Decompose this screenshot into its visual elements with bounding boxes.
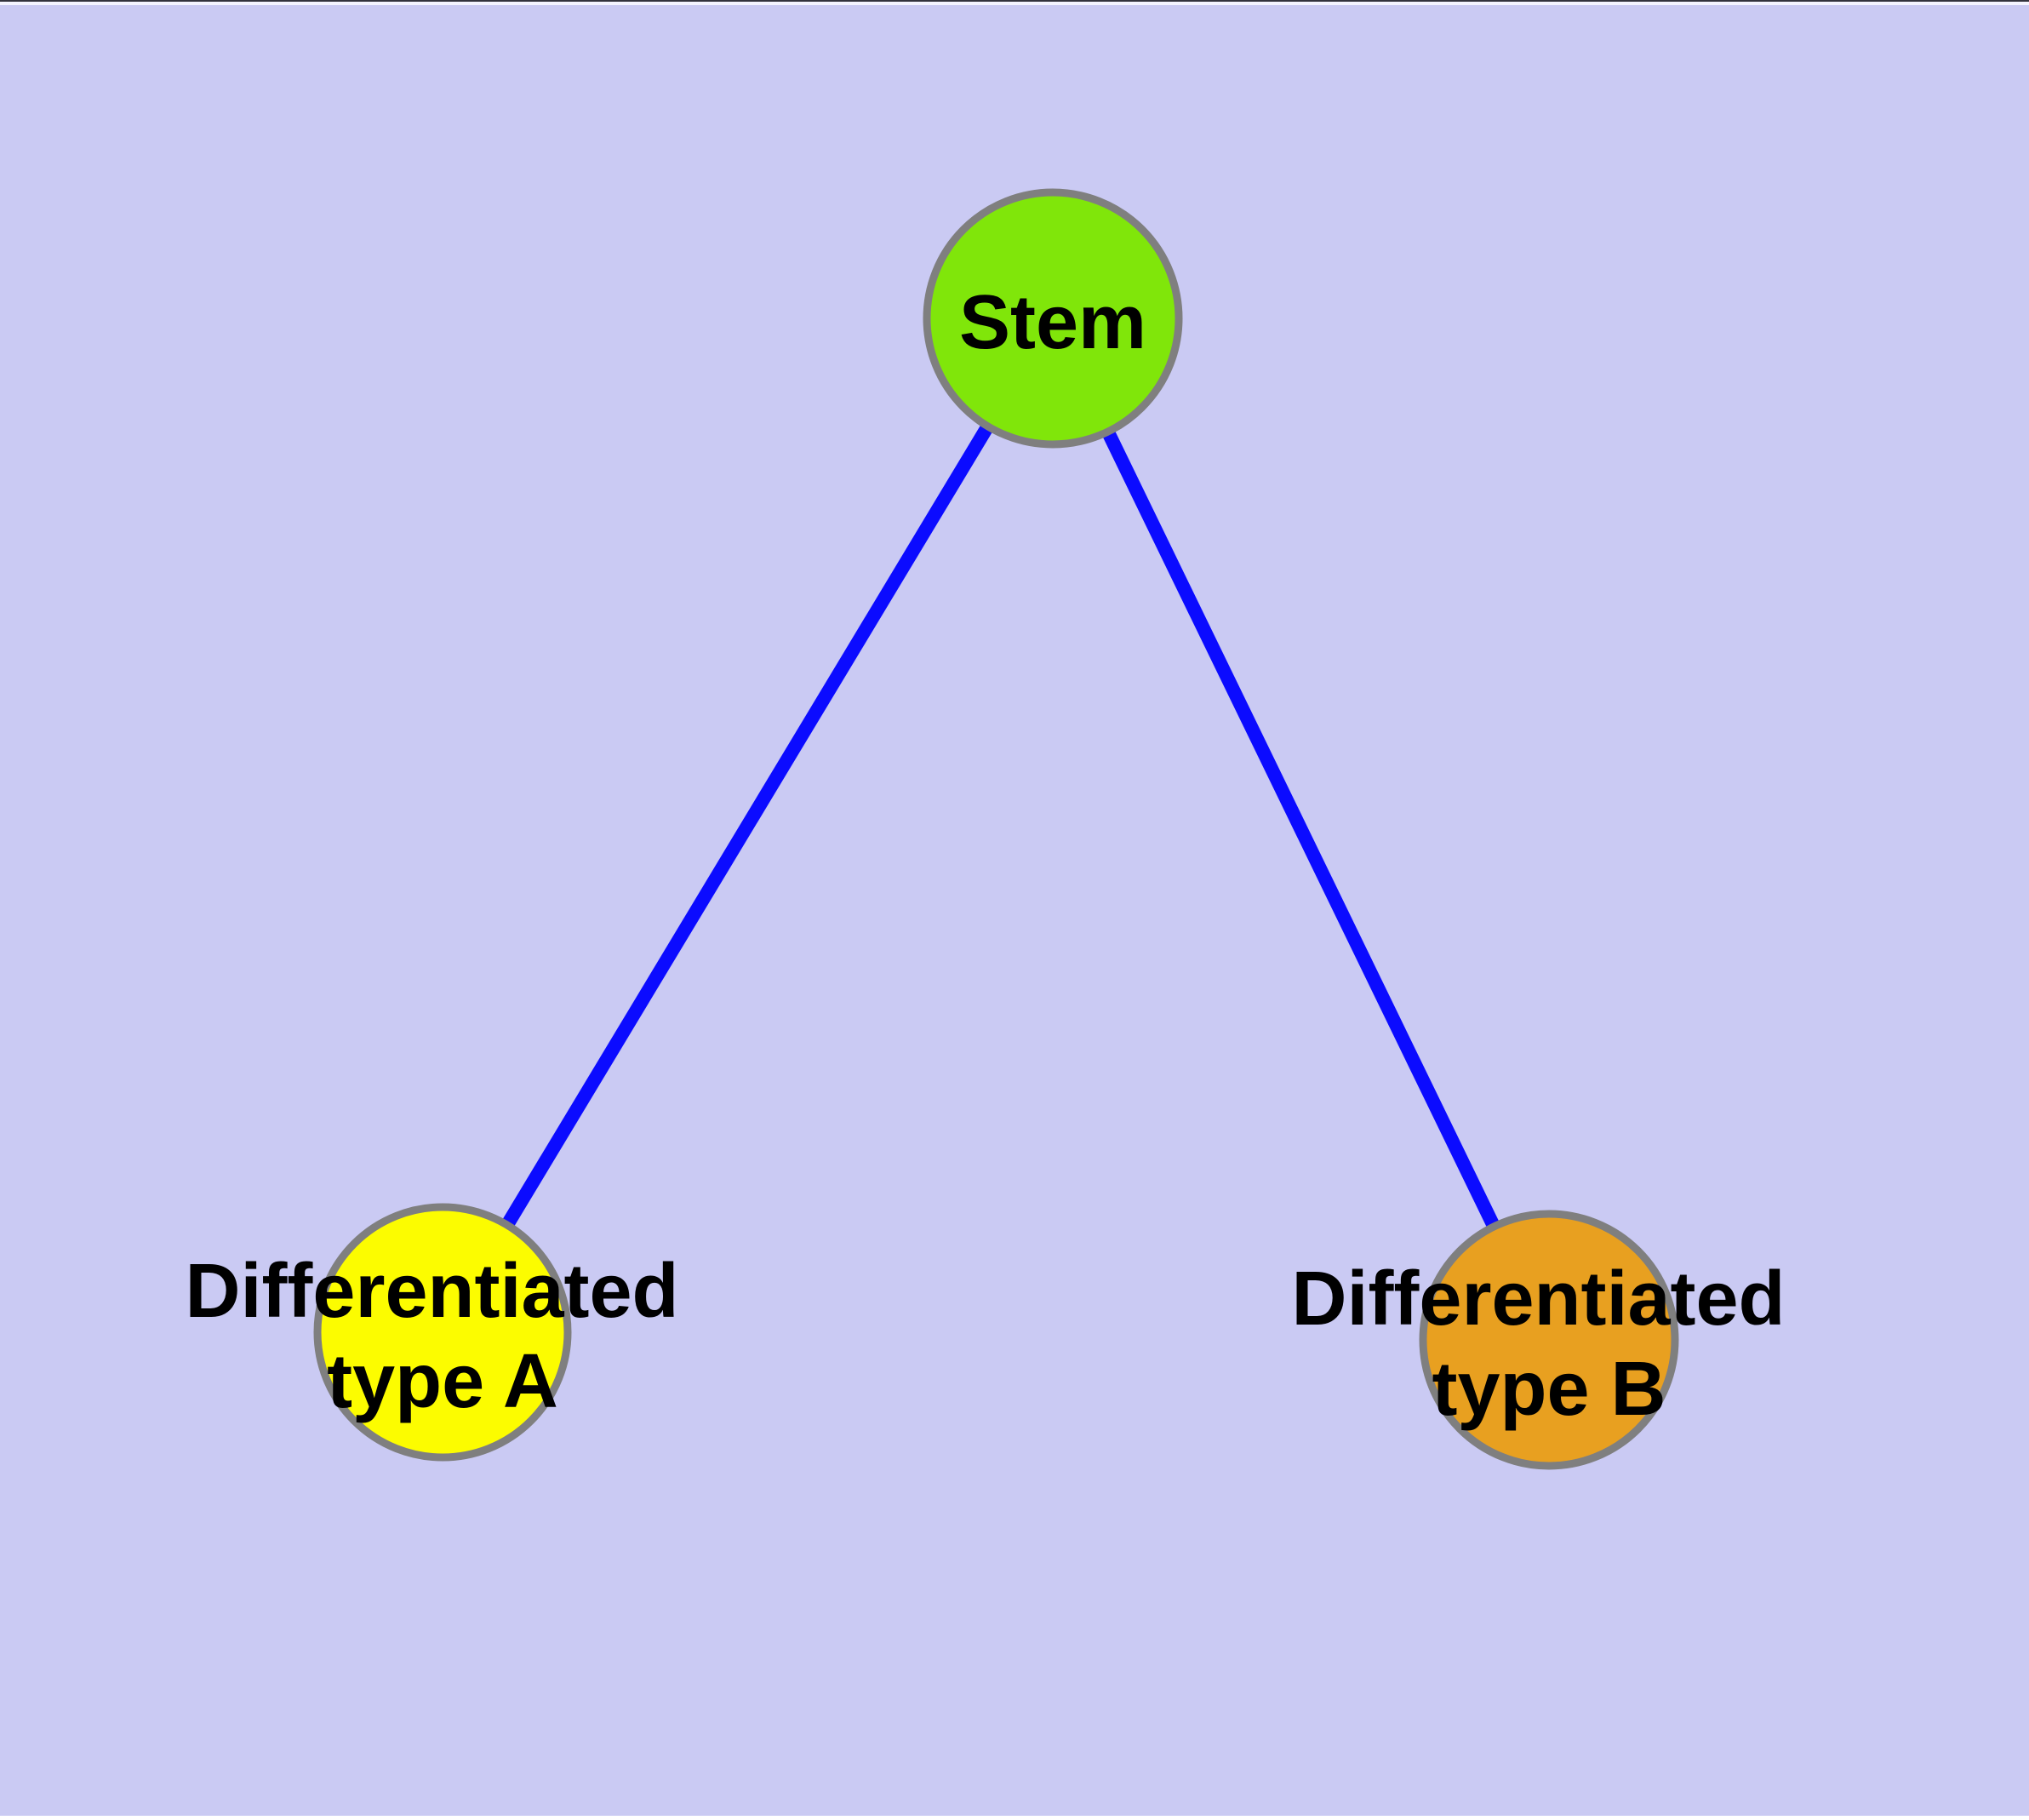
top-edge-dark-line <box>0 0 2029 2</box>
edge-stem-to-type-b <box>1046 315 1556 1343</box>
node-differentiated-type-a <box>313 1203 572 1462</box>
node-type-b-label: Differentiated type B <box>1291 1256 1806 1432</box>
edge-stem-to-type-a <box>437 314 1059 1336</box>
bottom-edge-light-line <box>0 1816 2029 1820</box>
node-type-b-label-line2: type B <box>1432 1347 1666 1432</box>
node-type-b-label-line1: Differentiated <box>1291 1256 1785 1342</box>
node-stem <box>923 188 1183 449</box>
node-type-a-label: Differentiated type A <box>185 1249 700 1424</box>
top-edge-light-line <box>0 2 2029 5</box>
node-type-a-label-line1: Differentiated <box>185 1249 678 1334</box>
node-stem-label: Stem <box>959 280 1146 365</box>
node-type-a-label-line2: type A <box>327 1339 558 1424</box>
node-differentiated-type-b <box>1419 1210 1679 1470</box>
